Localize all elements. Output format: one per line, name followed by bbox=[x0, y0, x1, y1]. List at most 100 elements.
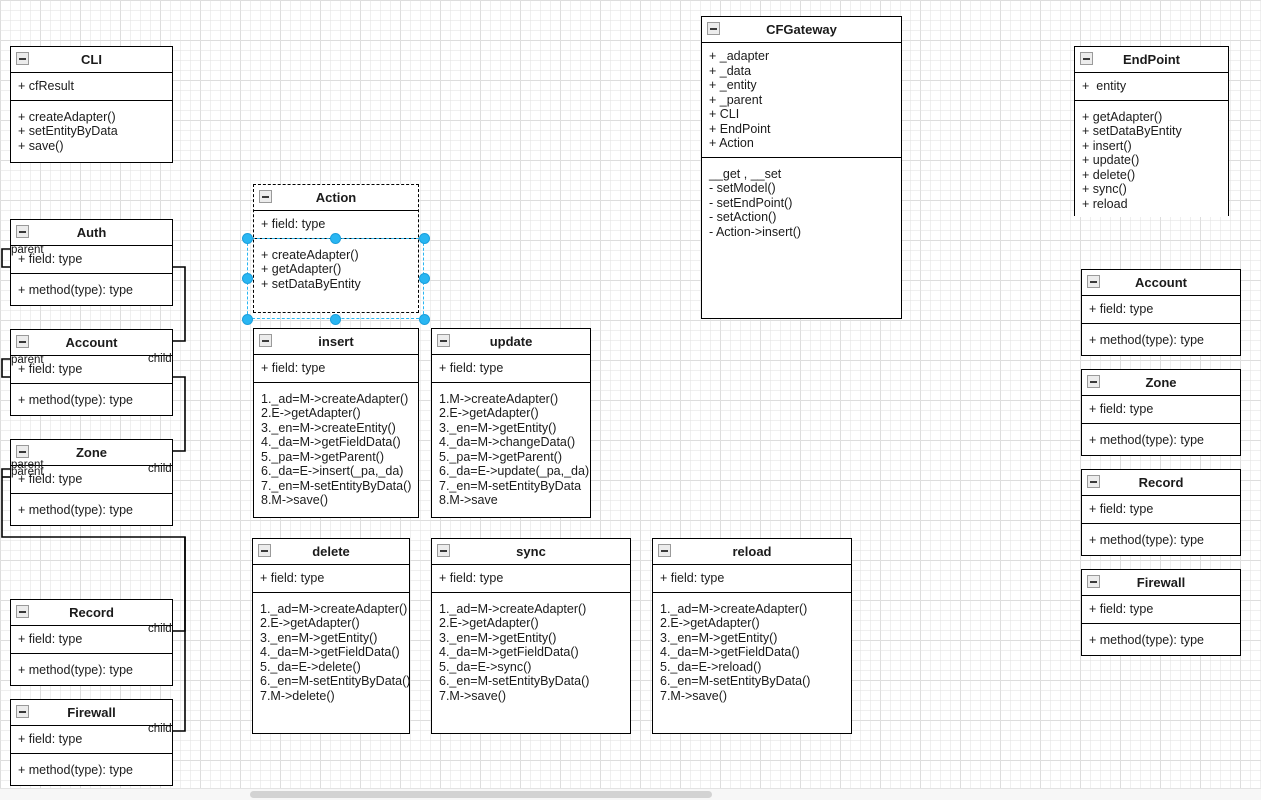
method-line: __get , __set bbox=[709, 166, 782, 181]
collapse-minus-icon[interactable] bbox=[16, 445, 29, 458]
class-methods-account-left[interactable]: + method(type): type bbox=[11, 383, 172, 413]
collapse-minus-icon[interactable] bbox=[1080, 52, 1093, 65]
class-attributes-record-right[interactable]: + field: type bbox=[1082, 496, 1240, 524]
class-methods-insert[interactable]: 1._ad=M->createAdapter()2.E->getAdapter(… bbox=[254, 382, 418, 514]
class-header-cfgateway: CFGateway bbox=[702, 17, 901, 43]
class-attributes-insert[interactable]: + field: type bbox=[254, 355, 418, 383]
class-attributes-account-right[interactable]: + field: type bbox=[1082, 296, 1240, 324]
attribute-line: + field: type bbox=[18, 472, 83, 486]
class-box-cfgateway[interactable]: CFGateway+ _adapter+ _data+ _entity+ _pa… bbox=[701, 16, 902, 319]
class-attributes-delete[interactable]: + field: type bbox=[253, 565, 409, 593]
class-box-firewall-right[interactable]: Firewall+ field: type+ method(type): typ… bbox=[1081, 569, 1241, 656]
method-line: + setEntityByData bbox=[18, 124, 118, 138]
class-methods-record-right[interactable]: + method(type): type bbox=[1082, 523, 1240, 553]
collapse-minus-icon[interactable] bbox=[437, 334, 450, 347]
class-methods-firewall-left[interactable]: + method(type): type bbox=[11, 753, 172, 783]
class-attributes-update[interactable]: + field: type bbox=[432, 355, 590, 383]
class-box-zone-right[interactable]: Zone+ field: type+ method(type): type bbox=[1081, 369, 1241, 456]
class-methods-update[interactable]: 1.M->createAdapter()2.E->getAdapter()3._… bbox=[432, 382, 590, 514]
collapse-minus-icon[interactable] bbox=[258, 544, 271, 557]
collapse-minus-icon[interactable] bbox=[16, 52, 29, 65]
collapse-minus-icon[interactable] bbox=[259, 334, 272, 347]
horizontal-scrollbar[interactable] bbox=[0, 788, 1261, 800]
class-attributes-cfgateway[interactable]: + _adapter+ _data+ _entity+ _parent+ CLI… bbox=[702, 43, 901, 158]
method-line: + insert() bbox=[1082, 138, 1132, 153]
relation-path-firewall-to-zone bbox=[173, 537, 186, 732]
method-line: + createAdapter() bbox=[18, 109, 116, 124]
relation-label-account-parent: parent bbox=[11, 354, 44, 366]
method-line: 1._ad=M->createAdapter() bbox=[439, 601, 587, 616]
class-box-account-left[interactable]: Account+ field: type+ method(type): type bbox=[10, 329, 173, 416]
collapse-minus-icon[interactable] bbox=[1087, 475, 1100, 488]
class-box-zone-left[interactable]: Zone+ field: type+ method(type): type bbox=[10, 439, 173, 526]
class-methods-zone-left[interactable]: + method(type): type bbox=[11, 493, 172, 523]
class-attributes-endpoint[interactable]: + entity bbox=[1075, 73, 1228, 101]
class-methods-account-right[interactable]: + method(type): type bbox=[1082, 323, 1240, 353]
method-line: 1.M->createAdapter() bbox=[439, 391, 559, 406]
attribute-line: + field: type bbox=[660, 571, 725, 585]
class-methods-endpoint[interactable]: + getAdapter()+ setDataByEntity+ insert(… bbox=[1075, 100, 1228, 217]
collapse-minus-icon[interactable] bbox=[1087, 375, 1100, 388]
class-header-record-left: Record bbox=[11, 600, 172, 626]
class-box-record-right[interactable]: Record+ field: type+ method(type): type bbox=[1081, 469, 1241, 556]
attribute-line: + _data bbox=[709, 63, 752, 78]
method-line: 6._en=M-setEntityByData() bbox=[439, 674, 590, 688]
collapse-minus-icon[interactable] bbox=[16, 225, 29, 238]
class-methods-reload[interactable]: 1._ad=M->createAdapter()2.E->getAdapter(… bbox=[653, 592, 851, 709]
class-methods-record-left[interactable]: + method(type): type bbox=[11, 653, 172, 683]
relation-label-auth-parent: parent bbox=[11, 244, 44, 256]
class-box-endpoint[interactable]: EndPoint+ entity+ getAdapter()+ setDataB… bbox=[1074, 46, 1229, 217]
collapse-minus-icon[interactable] bbox=[259, 190, 272, 203]
class-box-account-right[interactable]: Account+ field: type+ method(type): type bbox=[1081, 269, 1241, 356]
collapse-minus-icon[interactable] bbox=[16, 705, 29, 718]
class-methods-action[interactable]: + createAdapter()+ getAdapter()+ setData… bbox=[254, 238, 418, 297]
class-methods-sync[interactable]: 1._ad=M->createAdapter()2.E->getAdapter(… bbox=[432, 592, 630, 709]
class-methods-cli[interactable]: + createAdapter()+ setEntityByData+ save… bbox=[11, 100, 172, 159]
method-line: 1._ad=M->createAdapter() bbox=[261, 391, 409, 406]
class-attributes-firewall-right[interactable]: + field: type bbox=[1082, 596, 1240, 624]
class-attributes-account-left[interactable]: + field: type bbox=[11, 356, 172, 384]
relation-label-firewall-child: child bbox=[148, 723, 172, 735]
class-attributes-firewall-left[interactable]: + field: type bbox=[11, 726, 172, 754]
method-line: 8.M->save() bbox=[261, 493, 329, 507]
class-header-firewall-left: Firewall bbox=[11, 700, 172, 726]
class-methods-cfgateway[interactable]: __get , __set- setModel()- setEndPoint()… bbox=[702, 157, 901, 245]
class-attributes-record-left[interactable]: + field: type bbox=[11, 626, 172, 654]
class-attributes-zone-right[interactable]: + field: type bbox=[1082, 396, 1240, 424]
collapse-minus-icon[interactable] bbox=[437, 544, 450, 557]
class-box-action[interactable]: Action+ field: type+ createAdapter()+ ge… bbox=[253, 184, 419, 313]
attribute-line: + field: type bbox=[1089, 302, 1154, 316]
class-attributes-zone-left[interactable]: + field: type bbox=[11, 466, 172, 494]
collapse-minus-icon[interactable] bbox=[16, 605, 29, 618]
collapse-minus-icon[interactable] bbox=[707, 22, 720, 35]
class-box-cli[interactable]: CLI+ cfResult+ createAdapter()+ setEntit… bbox=[10, 46, 173, 163]
relation-label-account-child: child bbox=[148, 353, 172, 365]
collapse-minus-icon[interactable] bbox=[16, 335, 29, 348]
class-attributes-action[interactable]: + field: type bbox=[254, 211, 418, 239]
class-methods-firewall-right[interactable]: + method(type): type bbox=[1082, 623, 1240, 653]
class-attributes-cli[interactable]: + cfResult bbox=[11, 73, 172, 101]
class-attributes-sync[interactable]: + field: type bbox=[432, 565, 630, 593]
class-box-record-left[interactable]: Record+ field: type+ method(type): type bbox=[10, 599, 173, 686]
class-box-firewall-left[interactable]: Firewall+ field: type+ method(type): typ… bbox=[10, 699, 173, 786]
method-line: 4._da=M->getFieldData() bbox=[260, 645, 400, 659]
class-header-cli: CLI bbox=[11, 47, 172, 73]
collapse-minus-icon[interactable] bbox=[658, 544, 671, 557]
class-box-auth[interactable]: Auth+ field: type+ method(type): type bbox=[10, 219, 173, 306]
collapse-minus-icon[interactable] bbox=[1087, 275, 1100, 288]
class-methods-zone-right[interactable]: + method(type): type bbox=[1082, 423, 1240, 453]
method-line: + method(type): type bbox=[18, 392, 133, 407]
attribute-line: + _entity bbox=[709, 78, 757, 92]
class-attributes-auth[interactable]: + field: type bbox=[11, 246, 172, 274]
class-methods-auth[interactable]: + method(type): type bbox=[11, 273, 172, 303]
class-attributes-reload[interactable]: + field: type bbox=[653, 565, 851, 593]
class-methods-delete[interactable]: 1._ad=M->createAdapter()2.E->getAdapter(… bbox=[253, 592, 410, 709]
collapse-minus-icon[interactable] bbox=[1087, 575, 1100, 588]
horizontal-scrollbar-thumb[interactable] bbox=[250, 791, 712, 798]
